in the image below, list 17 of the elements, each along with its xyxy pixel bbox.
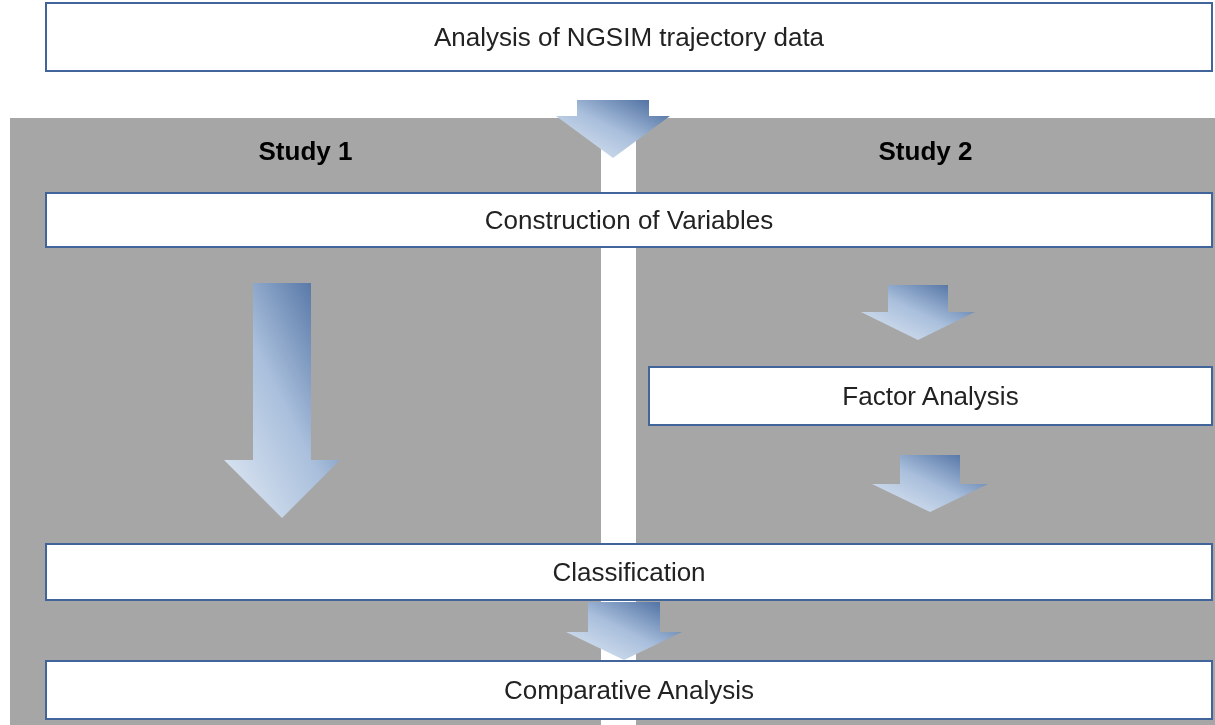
- block-arrow: [566, 602, 682, 660]
- box-label: Comparative Analysis: [504, 673, 754, 707]
- block-arrow: [861, 285, 975, 340]
- box-label: Factor Analysis: [842, 379, 1019, 413]
- process-box: [45, 2, 1213, 72]
- box-label: Construction of Variables: [484, 203, 774, 237]
- block-arrow: [224, 283, 340, 518]
- box-label: Classification: [552, 555, 706, 589]
- process-box: [648, 366, 1213, 426]
- block-arrow: [556, 100, 670, 158]
- process-box: [45, 543, 1213, 601]
- panel-heading: Study 2: [878, 135, 973, 168]
- panel-heading: Study 1: [258, 135, 353, 168]
- block-arrow: [872, 455, 988, 512]
- box-label: Analysis of NGSIM trajectory data: [433, 20, 825, 54]
- process-box: [45, 660, 1213, 720]
- process-box: [45, 192, 1213, 248]
